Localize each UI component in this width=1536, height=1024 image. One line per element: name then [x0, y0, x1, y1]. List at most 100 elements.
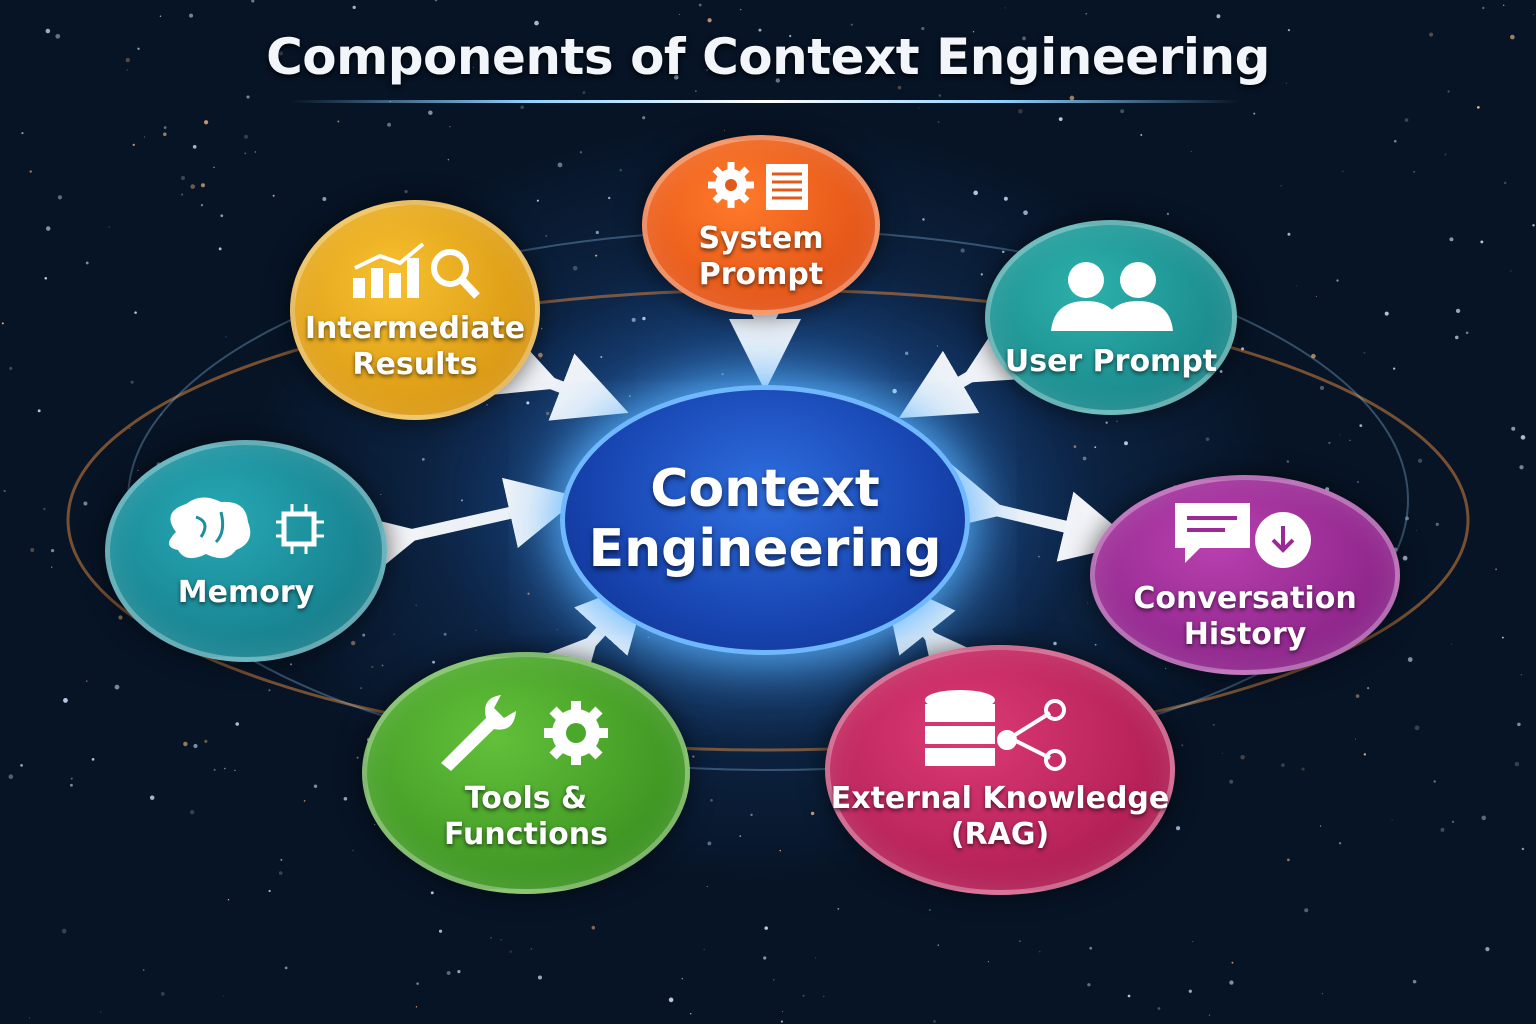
- star: [449, 125, 451, 128]
- star: [1188, 989, 1192, 993]
- star: [1192, 940, 1194, 943]
- star: [960, 248, 965, 253]
- star: [629, 395, 631, 397]
- star: [1354, 738, 1356, 740]
- star: [1520, 673, 1523, 676]
- star: [126, 69, 129, 71]
- star: [254, 151, 257, 153]
- star: [490, 937, 492, 939]
- page-title: Components of Context Engineering: [266, 28, 1270, 86]
- star: [114, 684, 120, 690]
- star: [1011, 75, 1013, 77]
- star: [1085, 12, 1088, 15]
- star: [50, 549, 55, 553]
- star: [200, 183, 205, 188]
- star: [220, 214, 224, 218]
- star: [1349, 439, 1351, 441]
- star: [1407, 657, 1413, 662]
- star: [504, 46, 506, 48]
- users-icon: [1051, 261, 1173, 331]
- star: [757, 52, 760, 55]
- star: [1281, 763, 1285, 767]
- star: [1355, 694, 1360, 698]
- star: [1363, 351, 1366, 354]
- star: [272, 194, 275, 197]
- star: [303, 799, 306, 802]
- star: [642, 116, 646, 120]
- star: [837, 907, 840, 910]
- star: [692, 755, 695, 758]
- star: [160, 992, 165, 996]
- star: [1517, 722, 1521, 727]
- star: [607, 196, 611, 200]
- star: [1053, 641, 1057, 646]
- star: [100, 1011, 102, 1013]
- star: [572, 265, 578, 271]
- star: [21, 132, 24, 135]
- star: [278, 51, 283, 56]
- star: [1219, 370, 1223, 373]
- star: [780, 1020, 783, 1023]
- star: [244, 152, 247, 155]
- star: [1287, 28, 1291, 32]
- node-label: History: [1183, 616, 1307, 652]
- star: [972, 31, 975, 33]
- star: [1003, 196, 1008, 201]
- star: [595, 230, 599, 235]
- arrow-tools-functions: [524, 578, 650, 711]
- star: [1367, 686, 1370, 690]
- star: [244, 134, 249, 139]
- star: [3, 489, 6, 493]
- star: [1510, 270, 1512, 272]
- star: [707, 18, 712, 23]
- star: [828, 52, 832, 56]
- star: [921, 26, 925, 31]
- star: [1181, 744, 1184, 747]
- arrow-memory: [346, 477, 581, 584]
- star: [149, 795, 155, 800]
- star: [1393, 367, 1396, 370]
- star: [108, 226, 111, 228]
- star: [290, 663, 292, 666]
- star: [1454, 335, 1459, 340]
- star: [137, 469, 139, 472]
- star: [690, 1013, 692, 1015]
- node-label: Prompt: [698, 256, 824, 292]
- star: [1120, 109, 1125, 114]
- star: [1124, 441, 1128, 446]
- star: [1022, 36, 1026, 41]
- star: [235, 722, 240, 726]
- star: [443, 632, 447, 636]
- center-label-line1: Context: [650, 459, 880, 520]
- star: [180, 175, 185, 180]
- star: [1363, 753, 1367, 756]
- star: [922, 218, 925, 221]
- star: [707, 841, 712, 846]
- star: [132, 143, 135, 147]
- star: [773, 979, 775, 981]
- star: [706, 885, 708, 888]
- star: [432, 660, 436, 664]
- star: [1073, 445, 1077, 448]
- star: [284, 966, 288, 970]
- node-label: User Prompt: [1004, 343, 1218, 379]
- star: [193, 743, 198, 749]
- node-conversation-history: Conversation History: [1090, 475, 1400, 675]
- star: [1058, 117, 1063, 122]
- star: [1319, 385, 1325, 390]
- star: [278, 871, 283, 875]
- star: [163, 126, 167, 130]
- star: [530, 948, 532, 950]
- star: [130, 380, 134, 384]
- star: [381, 664, 384, 667]
- star: [1510, 34, 1515, 40]
- star: [1514, 761, 1520, 767]
- star: [1280, 185, 1282, 187]
- star: [343, 797, 348, 801]
- star: [224, 767, 226, 770]
- star: [181, 193, 184, 196]
- star: [163, 132, 167, 137]
- star: [1359, 424, 1363, 428]
- star: [695, 90, 697, 92]
